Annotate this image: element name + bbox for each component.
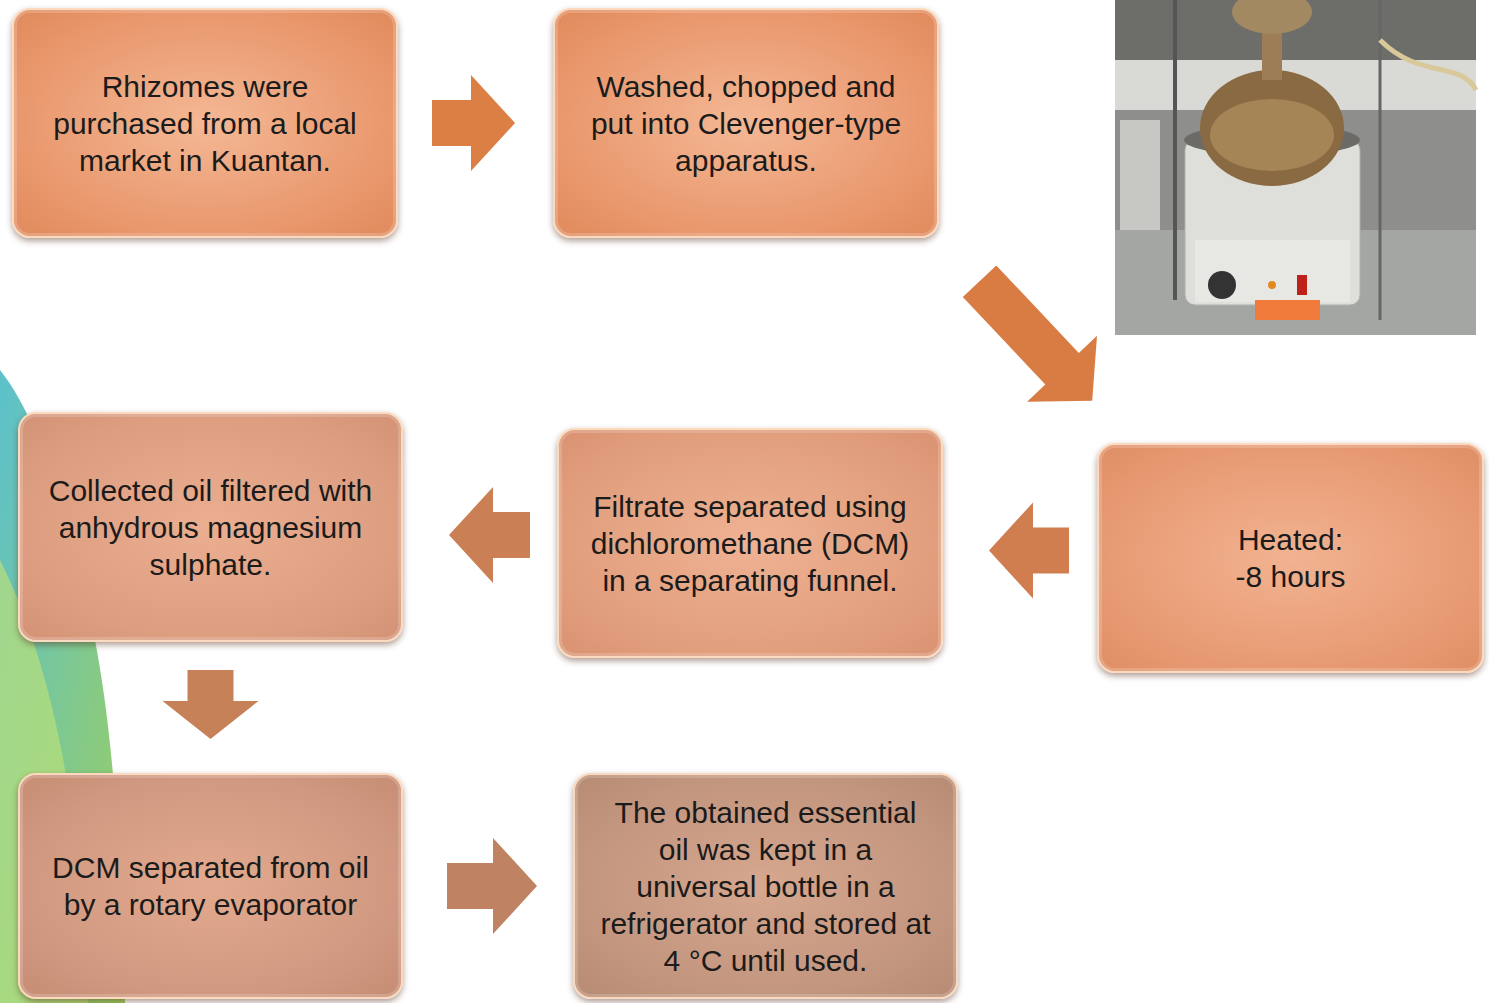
step-text: Filtrate separated using dichloromethane… [581,488,919,599]
block-arrow [989,503,1069,599]
block-arrow [163,670,259,739]
step-text: Collected oil filtered with anhydrous ma… [42,472,379,583]
step-text: Washed, chopped and put into Clevenger-t… [577,68,915,179]
block-arrow [963,265,1097,401]
step-text: -8 hours [1235,558,1345,595]
process-box: The obtained essential oil was kept in a… [573,773,958,999]
block-arrow [432,75,515,171]
apparatus-photo [1115,0,1476,335]
process-box: Washed, chopped and put into Clevenger-t… [553,8,939,238]
step-text: Rhizomes were purchased from a local mar… [36,68,374,179]
step-text: DCM separated from oil by a rotary evapo… [42,849,379,923]
step-text: Heated: [1238,521,1343,558]
block-arrow [449,487,530,583]
process-box: Filtrate separated using dichloromethane… [557,428,943,658]
process-box: Rhizomes were purchased from a local mar… [12,8,398,238]
block-arrow [447,838,537,934]
process-box: Collected oil filtered with anhydrous ma… [18,412,403,642]
process-box: DCM separated from oil by a rotary evapo… [18,773,403,999]
process-box: Heated:-8 hours [1097,443,1484,673]
step-text: The obtained essential oil was kept in a… [597,794,934,979]
